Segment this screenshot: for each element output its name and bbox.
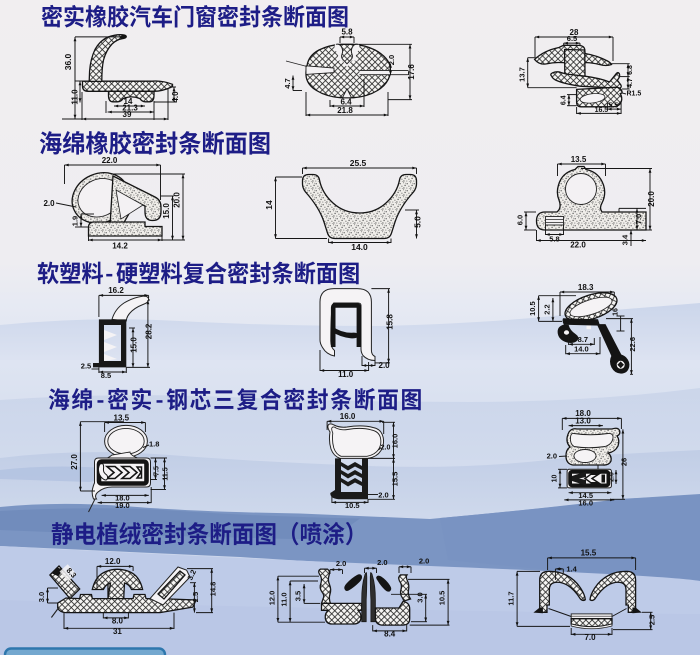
svg-text:13.5: 13.5 — [114, 413, 130, 422]
svg-text:18.3: 18.3 — [578, 283, 594, 292]
svg-text:22.0: 22.0 — [570, 241, 586, 250]
svg-text:14: 14 — [264, 200, 274, 210]
svg-text:10: 10 — [552, 475, 559, 483]
svg-text:21.8: 21.8 — [337, 106, 353, 115]
svg-text:2.0: 2.0 — [336, 559, 346, 568]
svg-text:31: 31 — [113, 627, 122, 636]
svg-text:25.5: 25.5 — [350, 158, 367, 168]
svg-text:11.7: 11.7 — [507, 591, 516, 605]
svg-text:5.8: 5.8 — [341, 28, 353, 37]
svg-text:7.0: 7.0 — [634, 214, 643, 224]
svg-text:22.0: 22.0 — [102, 156, 118, 165]
svg-text:2.2: 2.2 — [543, 304, 552, 314]
svg-text:22.6: 22.6 — [628, 337, 637, 352]
svg-text:10.5: 10.5 — [438, 591, 447, 606]
svg-text:11.0: 11.0 — [280, 592, 289, 606]
svg-text:1.4: 1.4 — [566, 565, 577, 574]
svg-text:15.0: 15.0 — [162, 203, 171, 219]
svg-text:15.8: 15.8 — [385, 314, 394, 330]
svg-text:3.2: 3.2 — [185, 568, 198, 581]
svg-text:7.0: 7.0 — [584, 633, 596, 642]
svg-text:16.0: 16.0 — [340, 412, 356, 421]
svg-text:10.5: 10.5 — [528, 301, 537, 316]
svg-text:2.0: 2.0 — [547, 452, 557, 461]
svg-text:2.0: 2.0 — [378, 491, 388, 500]
svg-text:R1.5: R1.5 — [627, 91, 642, 98]
svg-text:6.4: 6.4 — [340, 97, 352, 106]
svg-text:6.8: 6.8 — [627, 65, 634, 75]
svg-text:27.0: 27.0 — [70, 454, 79, 470]
svg-text:18.0: 18.0 — [575, 409, 591, 418]
svg-text:14.0: 14.0 — [351, 242, 368, 252]
svg-text:2.0: 2.0 — [377, 558, 387, 567]
svg-text:1.8: 1.8 — [149, 440, 159, 449]
svg-text:15.5: 15.5 — [390, 472, 399, 487]
svg-text:13.5: 13.5 — [571, 155, 587, 164]
svg-text:2.0: 2.0 — [608, 472, 615, 482]
svg-text:2.5: 2.5 — [191, 592, 200, 602]
svg-text:8.7: 8.7 — [578, 335, 588, 344]
svg-text:3.5: 3.5 — [294, 591, 303, 601]
svg-text:16.5: 16.5 — [595, 107, 609, 114]
svg-text:6.5: 6.5 — [567, 34, 577, 43]
svg-text:15.5: 15.5 — [581, 549, 597, 558]
svg-text:2.0: 2.0 — [419, 556, 429, 565]
svg-text:16.0: 16.0 — [578, 498, 593, 507]
svg-text:18.0: 18.0 — [115, 494, 130, 503]
svg-text:14: 14 — [124, 97, 133, 106]
svg-text:4.7: 4.7 — [627, 78, 634, 88]
svg-text:14.5: 14.5 — [578, 491, 593, 500]
svg-text:28.2: 28.2 — [145, 323, 154, 339]
svg-text:16.0: 16.0 — [390, 434, 399, 449]
svg-text:10.5: 10.5 — [345, 501, 360, 510]
svg-text:5.8: 5.8 — [549, 235, 559, 244]
svg-text:3.4: 3.4 — [621, 234, 630, 245]
svg-text:20.0: 20.0 — [647, 191, 656, 207]
svg-text:3.0: 3.0 — [37, 592, 46, 602]
svg-text:6.0: 6.0 — [516, 215, 525, 225]
svg-text:11.0: 11.0 — [338, 370, 354, 379]
svg-text:5.0: 5.0 — [413, 216, 423, 228]
svg-text:7.5: 7.5 — [154, 466, 161, 476]
svg-text:28: 28 — [570, 28, 579, 37]
svg-text:2.0: 2.0 — [387, 55, 396, 65]
svg-text:15.0: 15.0 — [130, 337, 139, 353]
svg-text:2.5: 2.5 — [81, 361, 91, 370]
svg-text:12.0: 12.0 — [105, 557, 121, 566]
svg-text:11.5: 11.5 — [163, 467, 170, 480]
svg-text:26: 26 — [620, 458, 629, 466]
svg-text:11.0: 11.0 — [71, 89, 80, 105]
svg-text:2.0: 2.0 — [379, 361, 391, 370]
svg-text:12.0: 12.0 — [267, 591, 276, 606]
svg-text:1.9: 1.9 — [71, 216, 80, 226]
svg-text:3.0: 3.0 — [415, 592, 424, 602]
svg-text:13.0: 13.0 — [575, 416, 591, 425]
svg-text:14.2: 14.2 — [112, 242, 128, 251]
svg-text:8.4: 8.4 — [384, 630, 396, 639]
svg-text:2.0: 2.0 — [381, 445, 391, 452]
svg-text:5.5: 5.5 — [609, 102, 619, 109]
svg-text:20.0: 20.0 — [173, 192, 182, 208]
svg-text:8.5: 8.5 — [101, 371, 111, 380]
svg-text:19.0: 19.0 — [115, 501, 130, 510]
svg-text:4.7: 4.7 — [283, 78, 292, 88]
svg-text:4.0: 4.0 — [171, 91, 180, 103]
svg-text:17.6: 17.6 — [407, 64, 416, 80]
svg-text:13.7: 13.7 — [517, 67, 526, 82]
svg-text:14.0: 14.0 — [574, 344, 589, 353]
svg-text:16: 16 — [613, 308, 620, 316]
svg-text:36.0: 36.0 — [63, 53, 73, 70]
svg-text:39: 39 — [123, 110, 132, 119]
svg-text:8.0: 8.0 — [112, 616, 124, 625]
svg-text:2.5: 2.5 — [647, 615, 656, 625]
svg-text:14.8: 14.8 — [208, 582, 217, 597]
svg-text:2.0: 2.0 — [43, 199, 55, 208]
svg-text:21.3: 21.3 — [122, 104, 138, 113]
svg-text:6.4: 6.4 — [561, 95, 568, 105]
svg-text:16.2: 16.2 — [108, 286, 124, 295]
